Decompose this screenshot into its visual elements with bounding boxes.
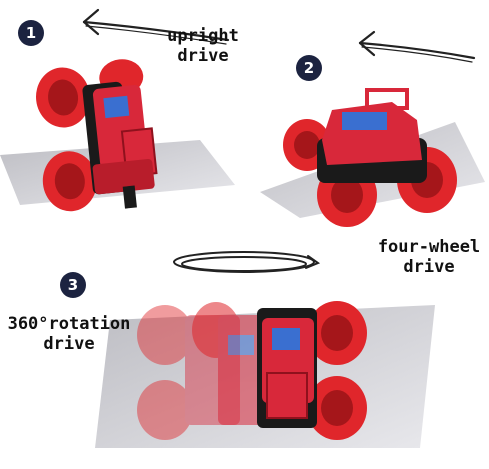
toy-car-rotation-ghost <box>192 302 268 425</box>
caption-line: drive <box>403 257 455 277</box>
step-caption-1: upright drive <box>158 26 248 66</box>
caption-line: four-wheel <box>377 237 481 257</box>
toy-car-upright <box>36 59 158 212</box>
arrow-left-icon <box>82 8 230 45</box>
caption-line: upright <box>167 26 239 46</box>
arrow-left-icon <box>358 30 476 63</box>
caption-line: drive <box>177 46 229 66</box>
step-badge-2: 2 <box>296 55 322 81</box>
step-badge-1: 1 <box>18 20 44 46</box>
step-caption-2: four-wheel drive <box>374 237 484 277</box>
caption-line: drive <box>43 334 95 354</box>
spiral-arrow-icon <box>173 251 321 273</box>
toy-car-four-wheel <box>283 88 457 227</box>
step-badge-3: 3 <box>60 272 86 298</box>
caption-line: 360°rotation <box>7 314 131 334</box>
toy-car-rotation <box>257 301 367 440</box>
step-caption-3: 360°rotation drive <box>4 314 134 354</box>
